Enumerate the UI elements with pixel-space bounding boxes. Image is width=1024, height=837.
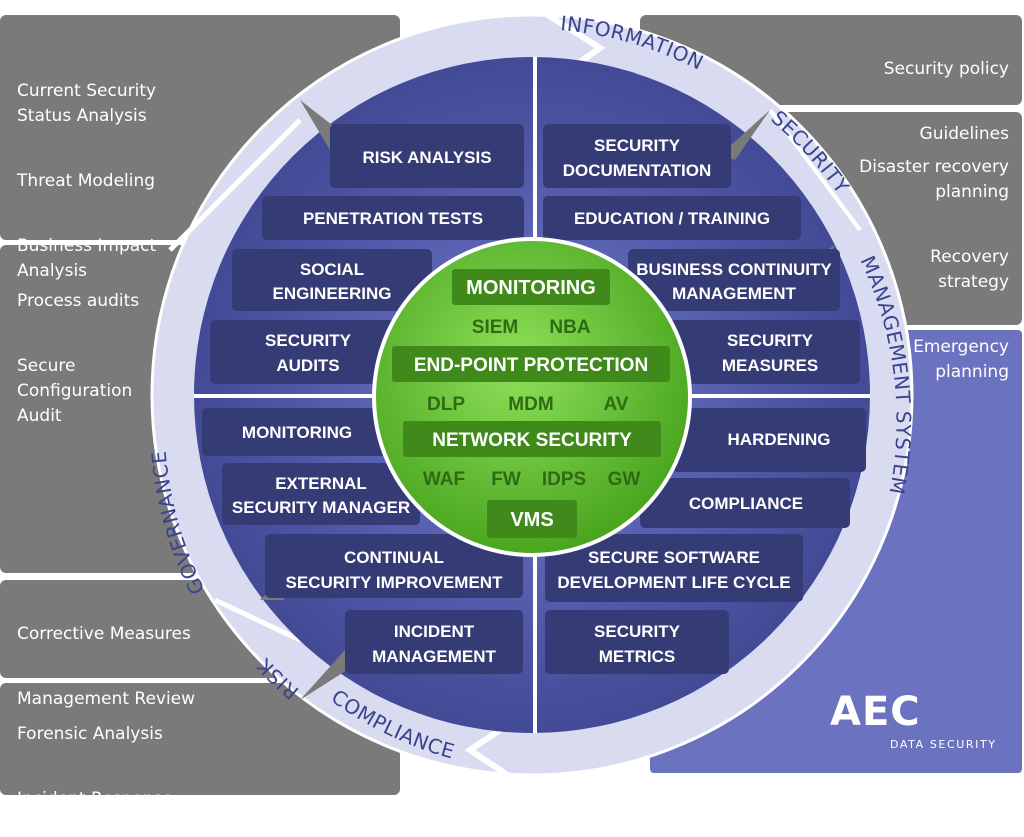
callout-pointer — [300, 650, 355, 700]
right-panel-policy-text: Security policy Guidelines — [884, 32, 1009, 172]
right-panel-continuity-text: Disaster recovery planning Recovery stra… — [859, 130, 1009, 410]
box-label: SECURITY IMPROVEMENT — [286, 573, 504, 592]
box-label: PENETRATION TESTS — [303, 209, 483, 228]
panel-item: Process audits — [17, 291, 140, 311]
core-abbr-dlp: DLP — [427, 394, 465, 415]
callout-pointer — [720, 110, 770, 160]
core-monitoring-label: MONITORING — [466, 277, 596, 299]
panel-item: Management Review — [17, 689, 196, 709]
core-abbr-av: AV — [604, 394, 629, 415]
ring-divider-right — [768, 108, 862, 232]
panel-item: Secure Configuration Audit — [17, 356, 133, 426]
panel-item: Current Security Status Analysis — [17, 81, 157, 126]
box-label: HARDENING — [728, 430, 831, 449]
box-label: SECURITY — [727, 331, 814, 350]
box-label: INCIDENT — [394, 622, 475, 641]
box-label: COMPLIANCE — [689, 494, 803, 513]
box-security-audits — [210, 320, 406, 384]
aec-logo: AEC DATA SECURITY — [830, 690, 997, 751]
core-endpoint-box — [392, 346, 670, 382]
box-label: SECURITY — [265, 331, 352, 350]
box-label: CONTINUAL — [344, 548, 444, 567]
panel-item: Corrective Measures — [17, 624, 191, 644]
core-abbr-nba: NBA — [549, 317, 590, 338]
box-security-documentation — [543, 124, 731, 188]
panel-item: Recovery strategy — [930, 247, 1009, 292]
core-abbr-mdm: MDM — [508, 394, 553, 415]
box-continual-security-improvement — [265, 534, 523, 598]
box-label: METRICS — [599, 647, 676, 666]
box-monitoring — [202, 408, 392, 456]
panel-item: Business Impact Analysis — [17, 236, 157, 281]
core-abbr-waf: WAF — [423, 469, 465, 490]
core-network-box — [403, 421, 661, 457]
box-label: EDUCATION / TRAINING — [574, 209, 770, 228]
core-abbr-fw: FW — [491, 469, 521, 490]
box-education-training — [543, 196, 801, 240]
core-endpoint-label: END-POINT PROTECTION — [414, 355, 648, 376]
left-boxes: RISK ANALYSIS PENETRATION TESTS SOCIAL E… — [202, 124, 524, 674]
core-circle — [372, 237, 692, 557]
box-label: MANAGEMENT — [372, 647, 496, 666]
box-label: AUDITS — [276, 356, 339, 375]
core-abbr-siem: SIEM — [472, 317, 518, 338]
box-label: SECURITY MANAGER — [232, 498, 410, 517]
box-secure-software-development-life-cycle — [545, 534, 803, 602]
left-panel-review-text: Corrective Measures Management Review — [17, 597, 195, 737]
ring-divider-left — [168, 118, 302, 252]
box-label: SECURE SOFTWARE — [588, 548, 760, 567]
box-label: MANAGEMENT — [672, 284, 796, 303]
panel-item: Disaster recovery planning — [859, 157, 1009, 202]
core-monitoring-box — [452, 269, 610, 305]
logo-sub-text: DATA SECURITY — [890, 738, 997, 751]
box-label: SOCIAL — [300, 260, 364, 279]
box-label: MONITORING — [242, 423, 352, 442]
core-vms-label: VMS — [510, 509, 553, 531]
core-network-label: NETWORK SECURITY — [432, 430, 632, 451]
box-label: EXTERNAL — [275, 474, 367, 493]
panel-item: Emergency planning — [913, 337, 1009, 382]
box-security-measures — [664, 320, 860, 384]
panel-item: Guidelines — [919, 124, 1009, 144]
panel-item: Security policy — [883, 59, 1009, 79]
box-hardening — [672, 408, 866, 472]
left-panel-analysis-text: Current Security Status Analysis Threat … — [17, 54, 156, 309]
box-label: MEASURES — [722, 356, 818, 375]
box-risk-analysis — [330, 124, 524, 188]
box-label: SECURITY — [594, 622, 681, 641]
box-label: BUSINESS CONTINUITY — [636, 260, 832, 279]
box-label: DOCUMENTATION — [563, 161, 712, 180]
box-business-continuity-management — [628, 249, 840, 311]
box-external-security-manager — [222, 463, 420, 525]
box-security-metrics — [545, 610, 729, 674]
panel-item: Threat Modeling — [17, 171, 156, 191]
ring-divider-bottom-left — [213, 597, 302, 643]
core-abbr-idps: IDPS — [542, 469, 586, 490]
box-social-engineering — [232, 249, 432, 311]
box-label: ENGINEERING — [272, 284, 391, 303]
security-wheel-diagram: INFORMATION SECURITY MANAGEMENT SYSTEM G… — [146, 11, 916, 775]
box-label: DEVELOPMENT LIFE CYCLE — [557, 573, 790, 592]
panel-item: Forensic Analysis — [17, 724, 163, 744]
logo-main-text: AEC — [830, 689, 921, 735]
core-abbr-gw: GW — [608, 469, 641, 490]
box-label: RISK ANALYSIS — [362, 148, 491, 167]
box-compliance — [640, 478, 850, 528]
right-boxes: SECURITY DOCUMENTATION EDUCATION / TRAIN… — [543, 124, 866, 674]
box-penetration-tests — [262, 196, 524, 240]
core-vms-box — [487, 500, 577, 538]
box-incident-management — [345, 610, 523, 674]
left-panel-audits-text: Process audits Secure Configuration Audi… — [17, 264, 139, 454]
box-label: SECURITY — [594, 136, 681, 155]
